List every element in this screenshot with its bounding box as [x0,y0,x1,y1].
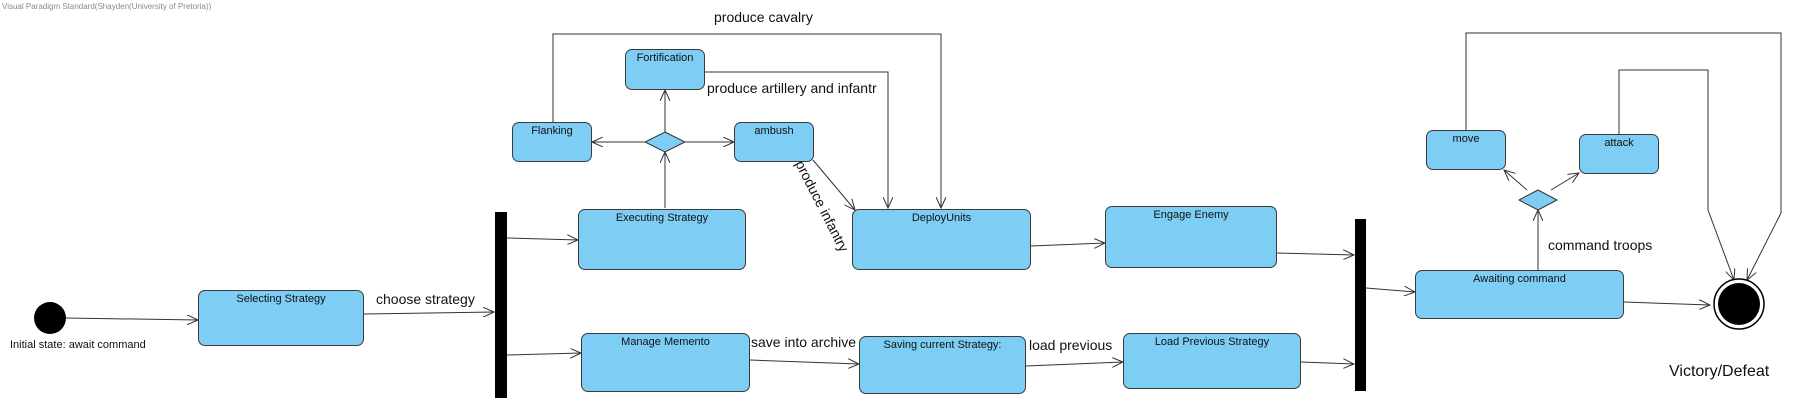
edge-engage-join [1276,253,1354,255]
label-save-into-archive: save into archive [751,334,857,350]
edge-awaiting-final [1623,302,1710,305]
label-produce-artillery: produce artillery and infantr [707,80,877,96]
edge-load-join [1300,362,1354,364]
edge-memento-saving [749,360,859,364]
edge-move-final [1465,32,1782,280]
node-saving-current-strategy[interactable]: Saving current Strategy: [859,336,1026,394]
edge-join-awaiting [1365,288,1415,292]
command-decision-diamond [1517,189,1559,211]
node-selecting-strategy[interactable]: Selecting Strategy [198,290,364,346]
fork-bar [495,212,507,398]
node-deploy-units[interactable]: DeployUnits [852,209,1031,270]
edge-flanking-deploy [552,33,941,208]
edge-fortification-deploy [705,71,888,208]
node-executing-strategy[interactable]: Executing Strategy [578,209,746,270]
edge-deploy-engage [1030,243,1105,246]
edge-decision2-move [1504,170,1528,191]
node-engage-enemy[interactable]: Engage Enemy [1105,206,1277,268]
edge-attack-final [1618,69,1734,280]
label-command-troops: command troops [1548,237,1653,253]
edge-selecting-fork [363,312,494,314]
strategy-decision-diamond [643,131,687,153]
label-choose-strategy: choose strategy [376,291,475,307]
edge-decision2-attack [1550,173,1579,191]
node-manage-memento[interactable]: Manage Memento [581,333,750,392]
initial-state-node [34,302,66,334]
watermark: Visual Paradigm Standard(Shayden(Univers… [2,2,212,11]
node-move[interactable]: move [1426,130,1506,170]
edge-saving-load [1025,362,1123,366]
label-produce-cavalry: produce cavalry [714,9,813,25]
node-fortification[interactable]: Fortification [625,49,705,90]
node-load-previous-strategy[interactable]: Load Previous Strategy [1123,333,1301,389]
node-ambush[interactable]: ambush [734,122,814,162]
node-flanking[interactable]: Flanking [512,122,592,162]
node-awaiting-command[interactable]: Awaiting command [1415,270,1624,319]
node-attack[interactable]: attack [1579,134,1659,174]
label-load-previous: load previous [1029,337,1113,353]
join-bar [1355,219,1366,391]
edge-fork-memento [506,353,581,355]
initial-state-label: Initial state: await command [10,339,146,351]
edge-ambush-deploy [812,159,855,210]
final-state-label: Victory/Defeat [1669,363,1770,380]
edge-fork-executing [506,238,578,240]
edge-initial-selecting [64,318,198,320]
